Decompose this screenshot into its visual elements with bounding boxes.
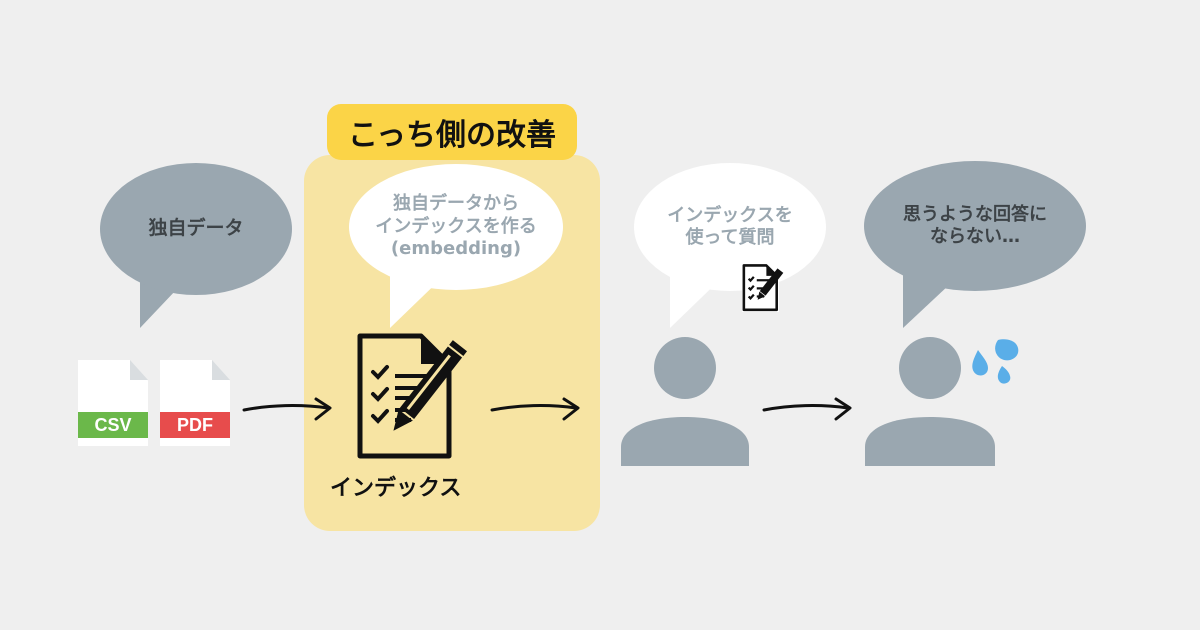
bubble-data: 独自データ — [100, 163, 292, 295]
arrow-right-icon — [242, 397, 332, 421]
person-icon — [621, 337, 749, 466]
bubble-data-text: 独自データ — [148, 217, 244, 240]
panel-title: こっち側の改善 — [327, 104, 577, 160]
arrow-right-icon — [762, 397, 852, 421]
bubble-make-index-line2: インデックスを作る — [375, 215, 537, 237]
bubble-make-index: 独自データから インデックスを作る (embedding) — [349, 164, 563, 290]
csv-file-icon: CSV — [78, 360, 148, 446]
small-index-document-icon — [742, 264, 784, 312]
bubble-make-index-line3: (embedding) — [390, 238, 522, 260]
sweat-drops-icon — [972, 339, 1019, 384]
arrow-right-icon — [490, 397, 580, 421]
bubble-bad-answer: 思うような回答に ならない… — [864, 161, 1086, 291]
bubble-ask-line1: インデックスを — [667, 204, 793, 226]
bubble-bad-answer-line1: 思うような回答に — [903, 203, 1047, 225]
pdf-file-icon: PDF — [160, 360, 230, 446]
csv-label: CSV — [78, 412, 148, 438]
index-document-icon — [357, 333, 468, 459]
index-label: インデックス — [330, 476, 462, 501]
bubble-bad-answer-line2: ならない… — [930, 226, 1020, 247]
pdf-label: PDF — [160, 412, 230, 438]
bubble-ask-line2: 使って質問 — [685, 227, 775, 248]
bubble-make-index-line1: 独自データから — [393, 193, 519, 215]
bubble-ask: インデックスを 使って質問 — [634, 163, 826, 291]
troubled-person-icon — [865, 337, 995, 466]
